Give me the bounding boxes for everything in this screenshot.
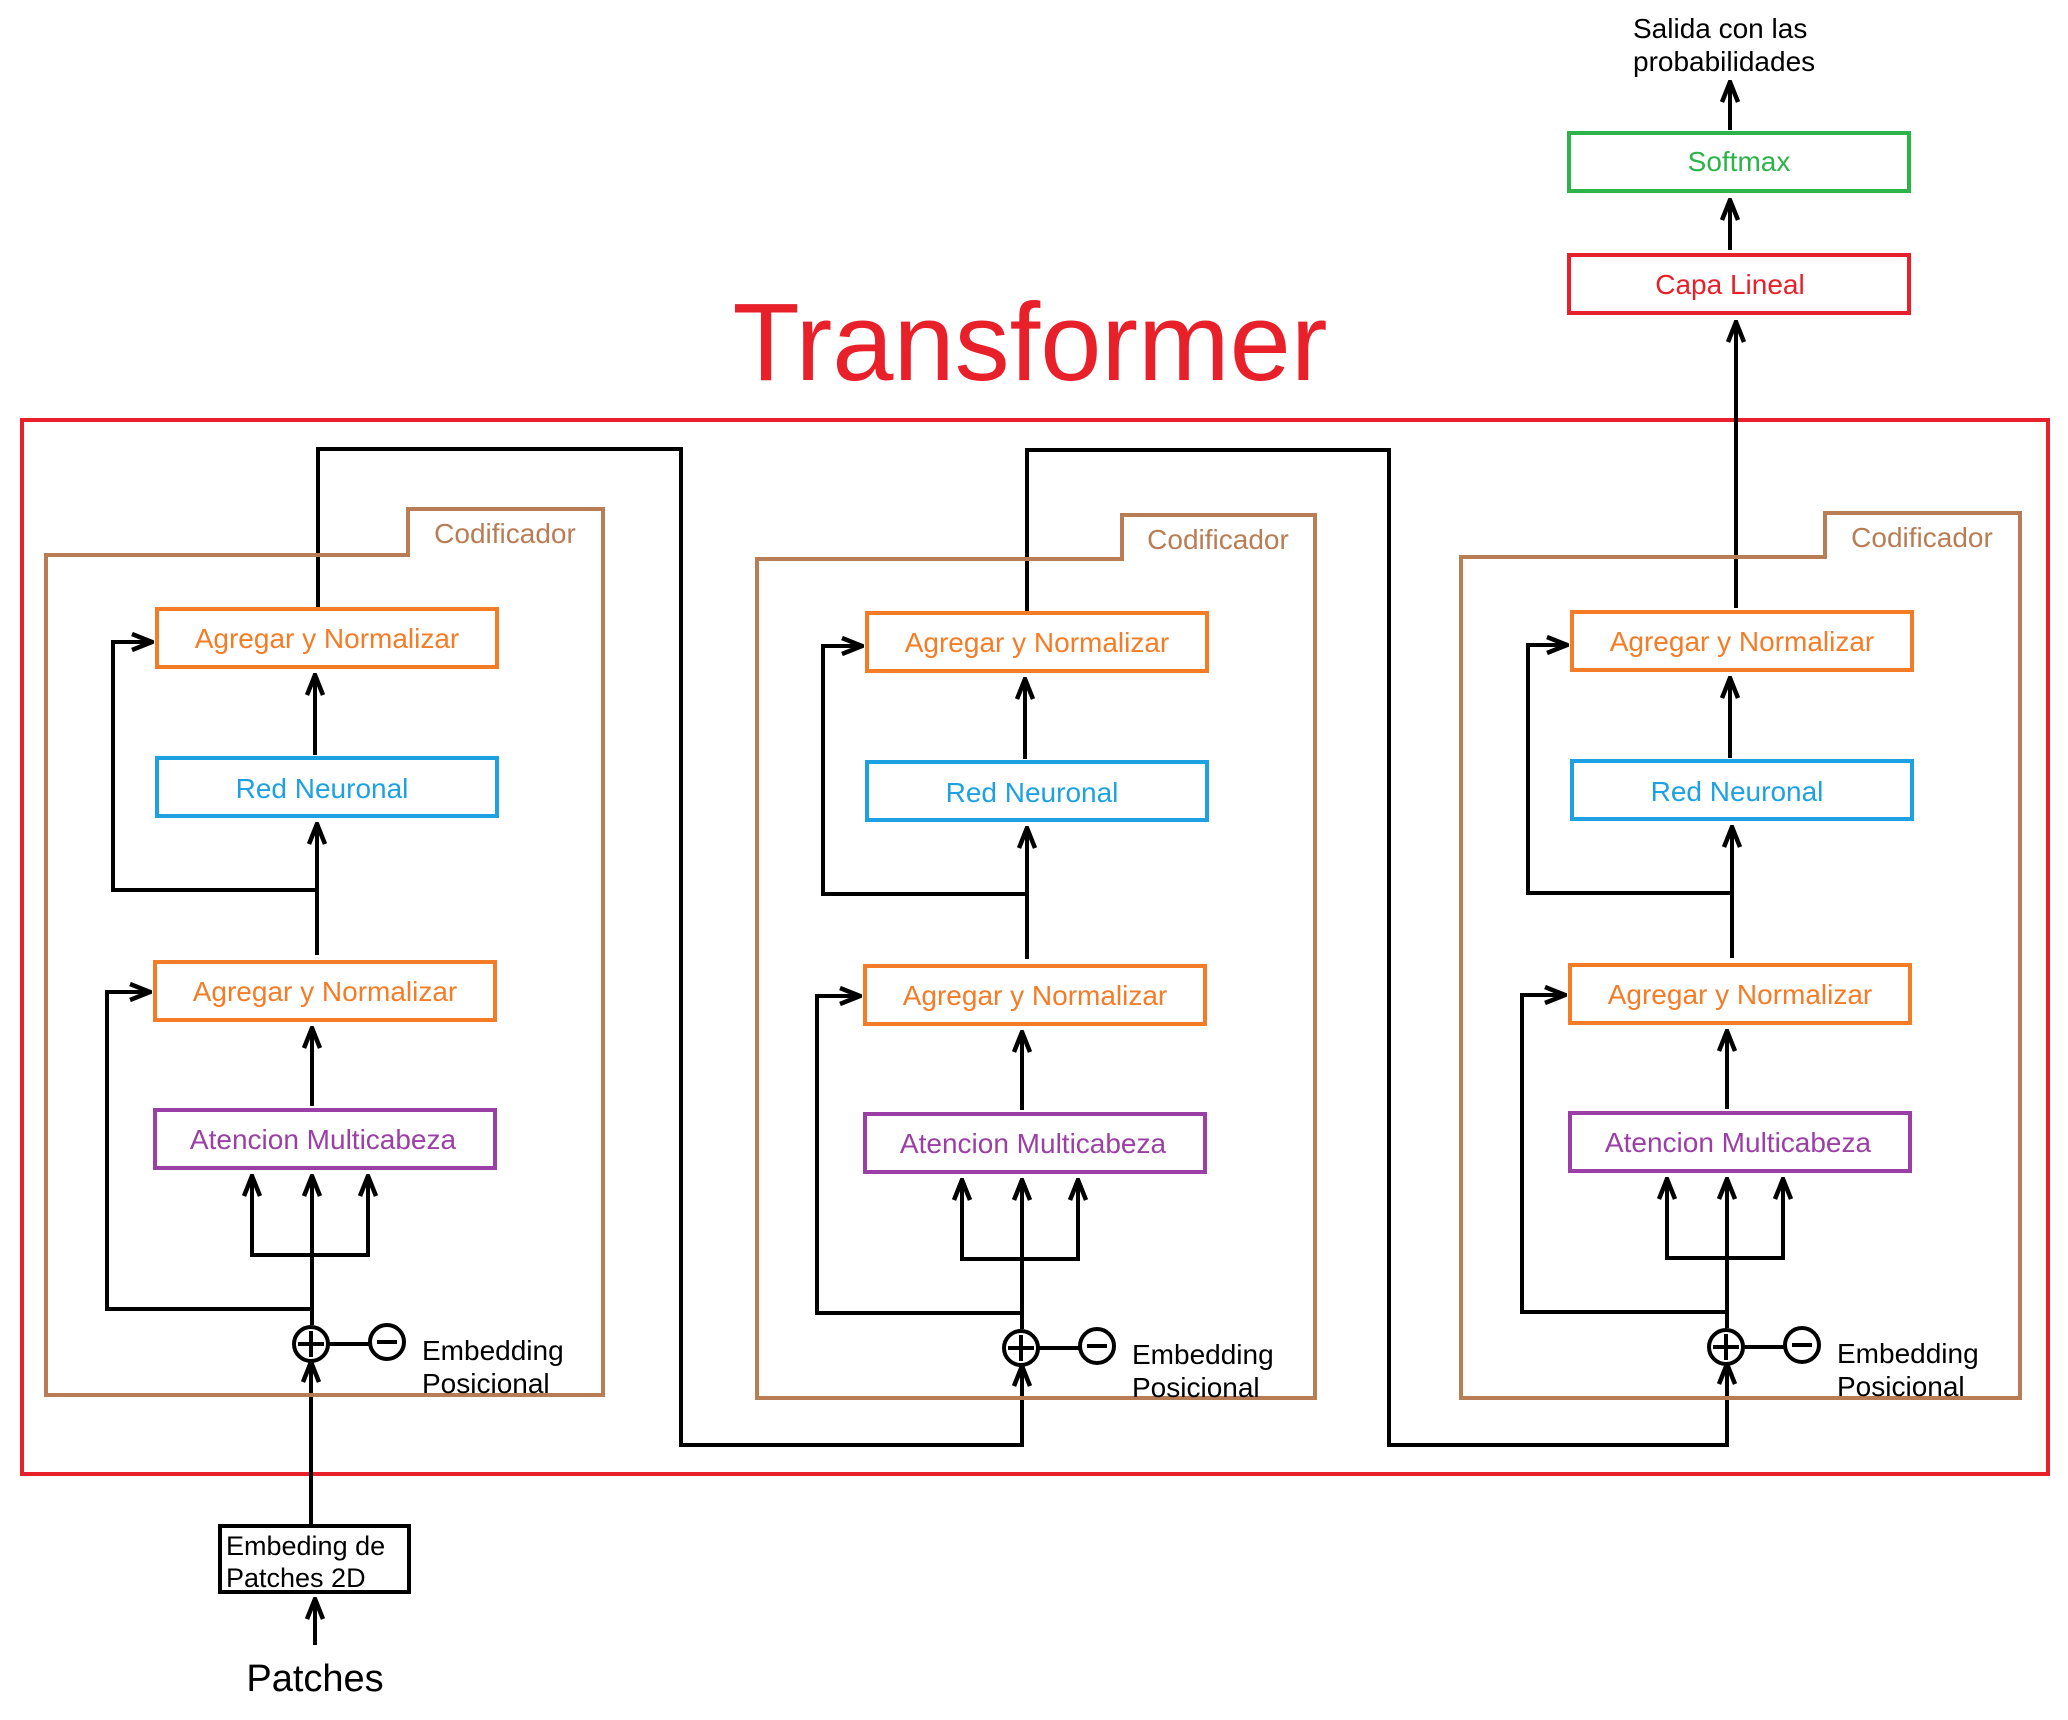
add-norm-top-label: Agregar y Normalizar [1610,626,1875,657]
add-norm-top-box [865,611,1209,673]
connector-encoder1-to-encoder2 [316,447,1022,1447]
connector-encoder2-to-encoder3 [1025,448,1727,1447]
output-label-line2: probabilidades [1633,46,1815,77]
add-norm-top-label: Agregar y Normalizar [195,623,460,654]
feed-forward-label: Red Neuronal [1651,776,1824,807]
add-norm-top-label: Agregar y Normalizar [905,627,1170,658]
linear-layer-label: Capa Lineal [1655,269,1804,300]
encoder-frame [1459,511,2022,1400]
attention-box [153,1108,497,1170]
add-norm-bottom-box [863,964,1207,1026]
output-label-line1: Salida con las [1633,13,1807,44]
residual-connection-top [111,642,317,892]
encoder-block-2: Codificador Agregar y Normalizar Red Neu… [755,513,1317,1403]
feed-forward-label: Red Neuronal [236,773,409,804]
encoder-block-1: Codificador Agregar y Normalizar Red Neu… [44,507,605,1399]
positional-embedding-line2: Posicional [422,1368,550,1399]
patch-embedding-line1: Embeding de [226,1531,385,1561]
encoder-tab-label: Codificador [1851,522,1993,553]
linear-layer-box [1567,253,1911,315]
encoder-frame [755,513,1317,1400]
add-norm-bottom-label: Agregar y Normalizar [903,980,1168,1011]
residual-connection-bottom [815,996,1022,1315]
add-norm-bottom-label: Agregar y Normalizar [1608,979,1873,1010]
diagram-title: Transformer [733,281,1328,404]
softmax-label: Softmax [1688,146,1791,177]
residual-connection-top [821,646,1027,896]
encoder-block-3: Codificador Agregar y Normalizar Red Neu… [1459,511,2022,1402]
encoder-tab-label: Codificador [1147,524,1289,555]
add-norm-top-box [155,607,499,669]
attention-label: Atencion Multicabeza [1605,1127,1872,1158]
feed-forward-box [155,756,499,818]
residual-connection-bottom [105,992,312,1311]
positional-embedding-line1: Embedding [1837,1338,1979,1369]
attention-box [863,1112,1207,1174]
feed-forward-box [865,760,1209,822]
positional-embedding-line2: Posicional [1132,1372,1260,1403]
add-norm-bottom-label: Agregar y Normalizar [193,976,458,1007]
residual-connection-top [1526,645,1732,895]
add-norm-bottom-box [1568,963,1912,1025]
positional-embedding-line2: Posicional [1837,1371,1965,1402]
attention-label: Atencion Multicabeza [190,1124,457,1155]
residual-connection-bottom [1520,995,1727,1314]
attention-box [1568,1111,1912,1173]
softmax-box [1567,131,1911,193]
positional-embedding-line1: Embedding [1132,1339,1274,1370]
transformer-frame [20,418,2050,1476]
attention-label: Atencion Multicabeza [900,1128,1167,1159]
positional-embedding-line1: Embedding [422,1335,564,1366]
patches-label: Patches [246,1658,383,1700]
encoder-tab-label: Codificador [434,518,576,549]
feed-forward-box [1570,759,1914,821]
patch-embedding-box [218,1524,411,1594]
add-norm-bottom-box [153,960,497,1022]
patch-embedding-line2: Patches 2D [226,1563,366,1593]
add-norm-top-box [1570,610,1914,672]
encoder-frame [44,507,605,1397]
feed-forward-label: Red Neuronal [946,777,1119,808]
